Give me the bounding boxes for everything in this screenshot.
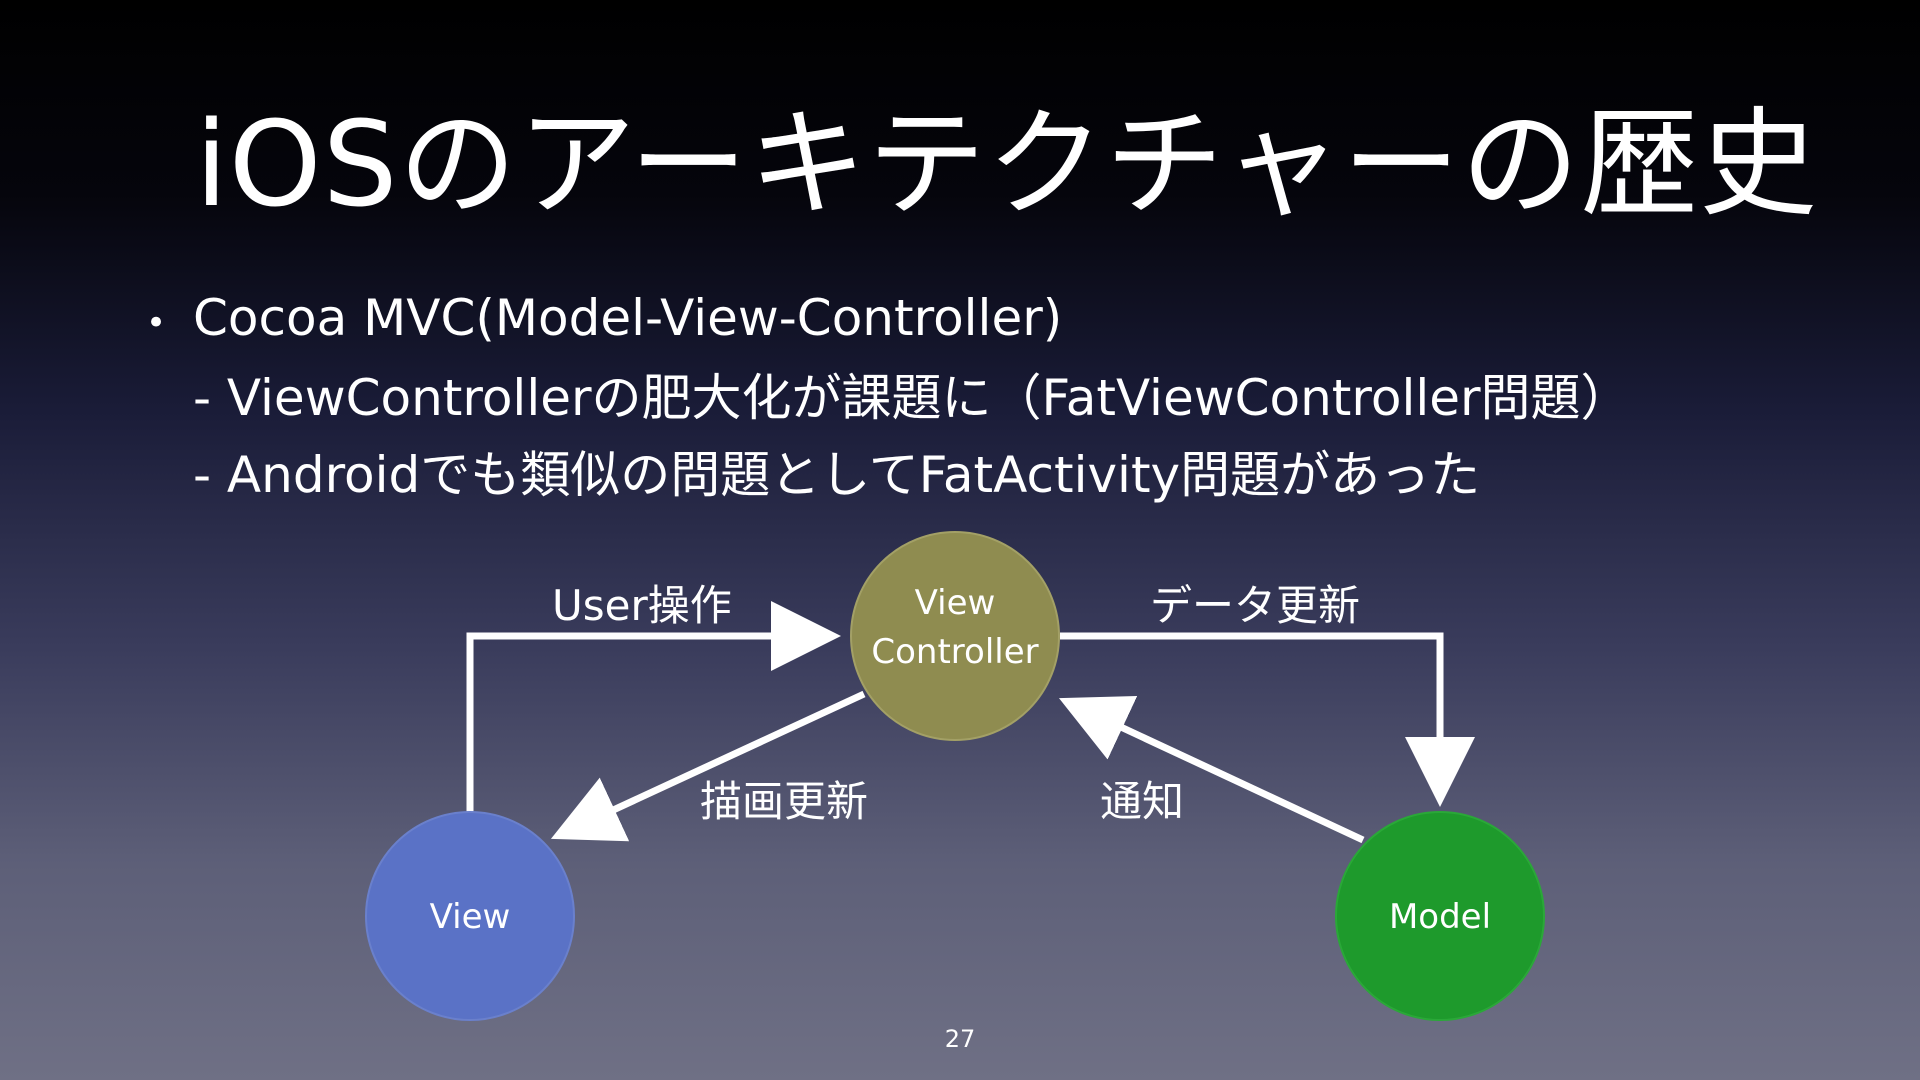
- sub-line-1: - ViewControllerの肥大化が課題に（FatViewControll…: [193, 369, 1631, 427]
- edge-render-update: [550, 690, 866, 842]
- bullet-text: Cocoa MVC(Model-View-Controller): [193, 289, 1063, 347]
- data-update-label: データ更新: [1150, 581, 1360, 630]
- view-node-label: View: [430, 897, 511, 937]
- edge-data-update: [1060, 632, 1475, 807]
- bullet-marker: •: [146, 303, 167, 343]
- sub-line-2: - Androidでも類似の問題としてFatActivity問題があった: [193, 446, 1481, 504]
- user-action-label: User操作: [552, 581, 732, 630]
- page-number: 27: [944, 1025, 976, 1053]
- edge-user-action: [466, 601, 841, 812]
- notify-label: 通知: [1100, 777, 1184, 826]
- view-controller-label-line2: Controller: [871, 632, 1038, 672]
- slide-title: iOSのアーキテクチャーの歴史: [195, 95, 1819, 233]
- view-controller-label-line1: View: [915, 583, 996, 623]
- model-node: [1335, 811, 1545, 1021]
- edge-notify: [1058, 696, 1365, 844]
- view-node: [365, 811, 575, 1021]
- view-controller-node: [850, 531, 1060, 741]
- model-node-label: Model: [1389, 897, 1491, 937]
- render-update-label: 描画更新: [700, 777, 868, 826]
